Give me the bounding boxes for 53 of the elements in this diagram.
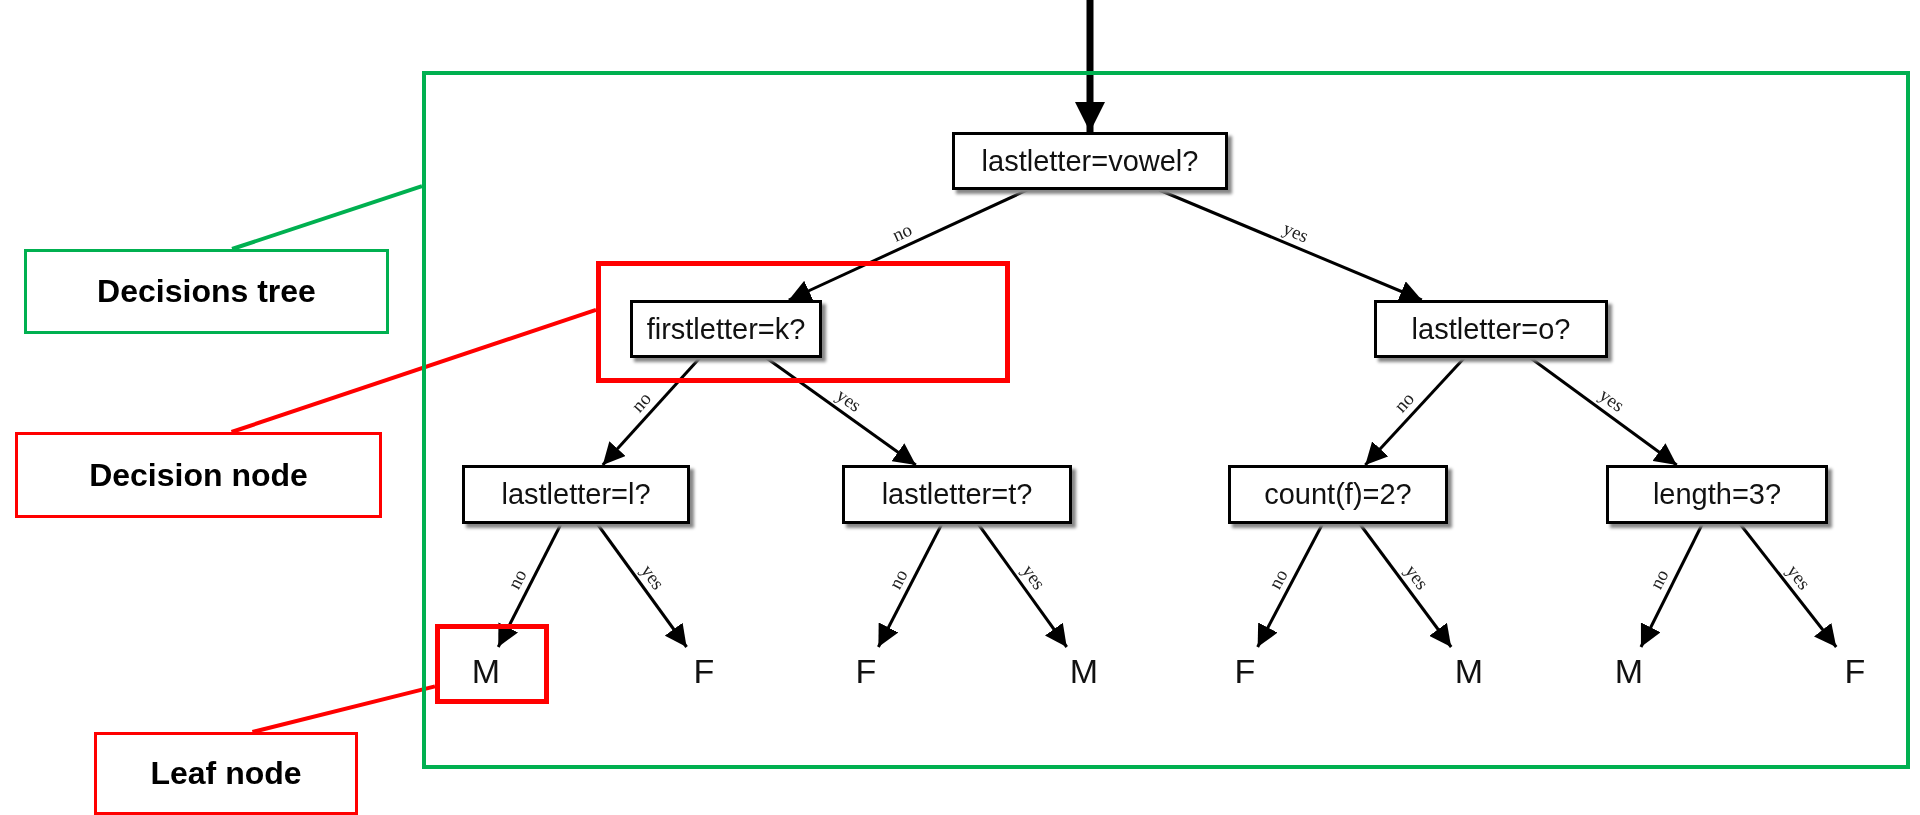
edge-label: yes [1783,561,1815,593]
edge-label: yes [638,561,669,594]
decision-box: lastletter=t? [842,465,1072,524]
edge-label: yes [1280,218,1312,246]
decision-box: lastletter=vowel? [952,132,1228,190]
edge-label: no [504,566,530,592]
callout-box: Decisions tree [24,249,389,334]
arrow [1639,523,1704,648]
edge-label: yes [1596,385,1628,416]
leaf-label: M [464,647,508,695]
callout-box: Leaf node [94,732,358,815]
leaf-label: M [1062,647,1106,695]
arrow [1364,357,1466,466]
leaf-label: F [1223,647,1267,695]
leader-line [251,684,436,734]
edge-label: no [889,219,915,245]
leaf-label: M [1447,647,1491,695]
arrow [977,523,1068,648]
edge-label: no [884,566,911,592]
tree-frame [422,71,1910,769]
edge-label: no [1646,566,1672,592]
leaf-label: F [682,647,726,695]
leader-line [231,184,423,251]
arrow [1529,356,1678,467]
arrow [877,523,944,648]
edge-label: yes [1018,561,1049,594]
arrow [765,356,917,467]
leaf-label: M [1607,647,1651,695]
leader-line [230,307,597,434]
arrow [1158,188,1423,302]
arrow [596,523,688,648]
arrow [1738,523,1838,648]
highlight-box [596,261,1010,383]
decision-box: firstletter=k? [630,300,822,358]
edge-label: yes [1401,561,1432,593]
arrow [496,523,563,648]
arrow [601,357,701,466]
decision-box: lastletter=o? [1374,300,1608,358]
edge-label: no [1391,388,1418,416]
arrow [1256,523,1324,648]
callout-box: Decision node [15,432,382,518]
decision-box: length=3? [1606,465,1828,524]
decision-box: count(f)=2? [1228,465,1448,524]
edge-label: no [1264,566,1291,592]
highlight-box [435,624,549,704]
leaf-label: F [1833,647,1877,695]
edge-label: no [627,388,655,416]
edge-label: yes [833,385,866,416]
decision-box: lastletter=l? [462,465,690,524]
leaf-label: F [844,647,888,695]
arrow [788,188,1028,302]
arrow [1075,0,1105,132]
arrow [1358,523,1453,648]
